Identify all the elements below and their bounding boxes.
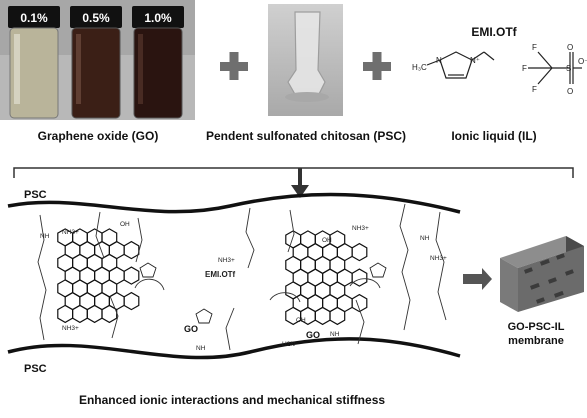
go-hexagon xyxy=(101,304,118,324)
svg-text:NH: NH xyxy=(196,345,206,352)
svg-text:NH3+: NH3+ xyxy=(430,255,447,262)
svg-text:OH: OH xyxy=(322,237,332,244)
go-hexagon xyxy=(351,268,368,287)
vial-1 xyxy=(8,6,60,119)
vial-1-label: 0.1% xyxy=(20,11,48,25)
vial-3-label: 1.0% xyxy=(144,11,172,25)
psc-chain-bottom xyxy=(7,337,461,360)
functional-group-labels: NH NH3+ NH3+ NH3+ NH NH3+ OH OH OH NH3+ … xyxy=(40,221,447,352)
svg-text:NH: NH xyxy=(420,235,430,242)
svg-text:NH3+: NH3+ xyxy=(352,225,369,232)
down-arrow xyxy=(291,168,309,198)
go-hexagon xyxy=(123,266,140,285)
svg-text:O: O xyxy=(567,87,573,96)
go-hexagon xyxy=(314,306,331,326)
svg-text:NH: NH xyxy=(40,233,50,240)
svg-text:NH3+: NH3+ xyxy=(62,229,79,236)
footer-caption: Enhanced ionic interactions and mechanic… xyxy=(79,393,385,407)
emiotf-label-in-structure: EMI.OTf xyxy=(205,270,236,279)
side-chains xyxy=(37,203,447,351)
vial-2 xyxy=(70,6,122,119)
go-vials-photo: 0.1% 0.5% 1.0% xyxy=(0,0,195,120)
svg-text:F: F xyxy=(522,64,527,73)
go-sheet-right xyxy=(285,230,368,326)
psc-bottom-label: PSC xyxy=(24,363,47,375)
membrane-label-line2: membrane xyxy=(508,335,564,347)
vial-2-label: 0.5% xyxy=(82,11,110,25)
svg-text:NH3+: NH3+ xyxy=(62,325,79,332)
svg-text:NH: NH xyxy=(330,331,340,338)
vial-3 xyxy=(132,6,184,119)
right-arrow xyxy=(463,268,492,290)
merge-bracket xyxy=(13,167,574,178)
svg-text:H2N: H2N xyxy=(282,341,295,348)
psc-chain-top xyxy=(7,192,461,214)
emiotf-structure xyxy=(426,51,582,85)
svg-text:F: F xyxy=(532,85,537,94)
go-hexagon xyxy=(329,306,346,326)
il-title: EMI.OTf xyxy=(471,25,517,39)
svg-text:OH: OH xyxy=(296,317,306,324)
svg-text:N⁺: N⁺ xyxy=(470,56,480,65)
go-caption: Graphene oxide (GO) xyxy=(38,129,159,143)
psc-caption: Pendent sulfonated chitosan (PSC) xyxy=(206,129,406,143)
svg-text:NH3+: NH3+ xyxy=(218,257,235,264)
go-hexagon xyxy=(351,242,368,262)
go-hexagon xyxy=(86,304,103,324)
svg-text:O: O xyxy=(567,43,573,52)
svg-text:O⁻: O⁻ xyxy=(578,57,587,66)
psc-top-label: PSC xyxy=(24,189,47,201)
go-hexagon xyxy=(123,240,140,260)
go-hexagon xyxy=(71,304,88,324)
il-caption: Ionic liquid (IL) xyxy=(451,129,536,143)
go-label-left: GO xyxy=(184,324,198,334)
psc-photo xyxy=(268,4,343,116)
go-hexagon xyxy=(57,304,74,324)
go-hexagon xyxy=(123,291,140,311)
il-ions-in-structure xyxy=(139,262,387,324)
membrane-label-line1: GO-PSC-IL xyxy=(508,321,565,333)
svg-text:F: F xyxy=(532,43,537,52)
plus-sign-2 xyxy=(363,52,391,80)
svg-text:N: N xyxy=(436,56,442,65)
go-sheet-left xyxy=(57,228,140,324)
go-label-right: GO xyxy=(306,330,320,340)
membrane-block xyxy=(500,236,584,312)
emiotf-atom-labels: H₃C N N⁺ F F F O O S O⁻ xyxy=(412,43,587,96)
plus-sign-1 xyxy=(220,52,248,80)
svg-text:OH: OH xyxy=(120,221,130,228)
svg-text:H₃C: H₃C xyxy=(412,63,427,72)
go-hexagon xyxy=(351,293,368,313)
svg-text:S: S xyxy=(566,64,571,73)
